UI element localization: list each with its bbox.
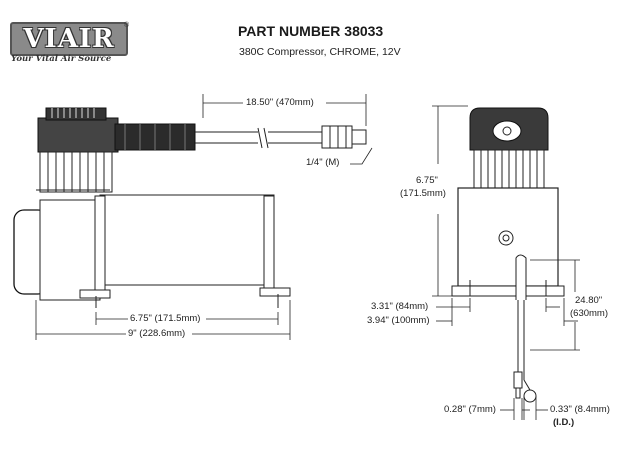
label-base-width: 3.94" (100mm) xyxy=(367,315,430,326)
logo-text: VIAIR xyxy=(23,24,115,54)
label-hose-length: 18.50" (470mm) xyxy=(246,97,314,108)
brand-tagline: Your Vital Air Source xyxy=(11,54,112,64)
label-lead-length-mm: (630mm) xyxy=(570,308,609,319)
label-terminal-small: 0.28" (7mm) xyxy=(444,404,496,415)
cylinder-fins xyxy=(39,151,113,193)
label-terminal-ring: 0.33" (8.4mm) xyxy=(550,404,610,415)
power-leads xyxy=(513,254,537,403)
dim-front-height xyxy=(432,105,468,297)
label-overall-length: 9" (228.6mm) xyxy=(128,328,186,339)
front-body xyxy=(451,187,565,297)
registered-mark: ® xyxy=(124,22,130,29)
mounting-feet xyxy=(79,287,291,308)
side-view-compressor xyxy=(13,94,373,340)
dim-terminals xyxy=(500,396,548,420)
leader-hose xyxy=(195,125,367,149)
front-cylinder-head xyxy=(469,107,549,151)
part-number-title: PART NUMBER 38033 xyxy=(238,23,384,39)
front-view-compressor xyxy=(432,105,580,420)
label-fitting-size: 1/4" (M) xyxy=(306,157,340,168)
dim-lead-length xyxy=(530,259,580,351)
product-description: 380C Compressor, CHROME, 12V xyxy=(239,46,401,58)
viair-logo: VIAIR xyxy=(10,22,128,56)
label-terminal-ring-note: (I.D.) xyxy=(553,417,575,428)
cylinder-head xyxy=(37,107,196,153)
label-mount-spacing: 6.75" (171.5mm) xyxy=(130,313,201,324)
dim-hose-length xyxy=(202,94,367,126)
label-front-height-mm: (171.5mm) xyxy=(400,188,446,199)
label-front-height-in: 6.75" xyxy=(416,175,438,186)
label-mount-width: 3.31" (84mm) xyxy=(371,301,429,312)
label-lead-length-in: 24.80" xyxy=(575,295,603,306)
dim-base-width xyxy=(436,298,578,326)
front-fins xyxy=(473,149,545,189)
dim-mount-spacing xyxy=(95,312,279,325)
dim-overall-length xyxy=(35,300,291,340)
fitting-leader-line xyxy=(350,147,373,165)
motor-housing xyxy=(13,189,275,301)
dim-mount-width xyxy=(436,298,560,312)
